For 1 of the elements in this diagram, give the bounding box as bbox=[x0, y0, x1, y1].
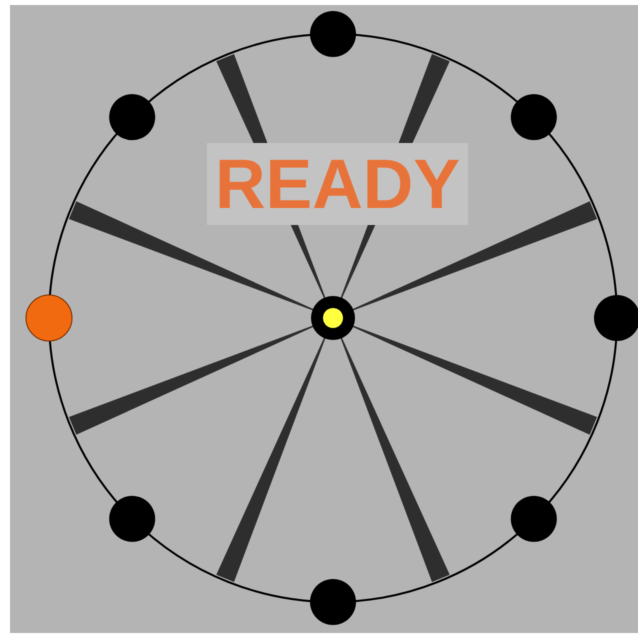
status-label: READY bbox=[207, 143, 468, 225]
